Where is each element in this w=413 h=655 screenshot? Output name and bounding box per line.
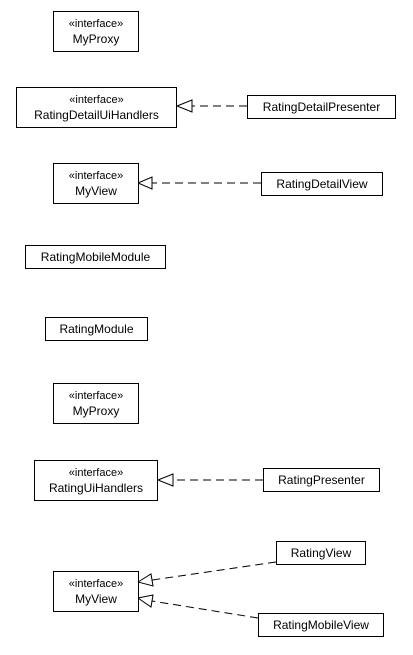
stereotype-label: «interface» <box>68 169 124 182</box>
realization-edge-ratingpresenter <box>156 473 263 487</box>
class-name: RatingDetailPresenter <box>262 100 381 114</box>
class-node-ratingmodule[interactable]: RatingModule <box>45 317 148 341</box>
class-name: RatingView <box>290 546 352 560</box>
class-node-ratingview[interactable]: RatingView <box>276 541 366 565</box>
realization-edge-ratingdetailpresenter <box>175 99 247 113</box>
hollow-arrowhead-icon <box>156 473 174 487</box>
class-name: RatingDetailView <box>276 177 368 191</box>
class-name: MyProxy <box>72 31 120 46</box>
stereotype-label: «interface» <box>68 17 124 30</box>
stereotype-label: «interface» <box>68 466 124 479</box>
class-node-myview[interactable]: «interface» MyView <box>53 571 139 612</box>
class-node-ratingdetailuihandlers[interactable]: «interface» RatingDetailUiHandlers <box>16 87 177 128</box>
class-node-ratingmobileview[interactable]: RatingMobileView <box>258 613 384 637</box>
class-name: MyView <box>75 591 117 606</box>
stereotype-label: «interface» <box>68 389 124 402</box>
class-node-myproxy[interactable]: «interface» MyProxy <box>53 11 139 52</box>
class-name: RatingDetailUiHandlers <box>34 107 159 122</box>
stereotype-label: «interface» <box>69 93 124 106</box>
class-node-ratingpresenter[interactable]: RatingPresenter <box>263 468 380 492</box>
class-name: RatingModule <box>59 322 134 336</box>
class-name: RatingMobileView <box>273 618 369 632</box>
class-name: RatingPresenter <box>278 473 365 487</box>
hollow-arrowhead-icon <box>136 176 153 190</box>
class-node-ratingdetailview[interactable]: RatingDetailView <box>261 172 383 196</box>
class-name: RatingUiHandlers <box>48 480 144 495</box>
hollow-arrowhead-icon <box>136 573 154 587</box>
class-name: RatingMobileModule <box>40 250 151 264</box>
class-node-ratinguihandlers[interactable]: «interface» RatingUiHandlers <box>34 460 158 501</box>
class-name: MyView <box>75 183 117 198</box>
class-node-myproxy[interactable]: «interface» MyProxy <box>53 383 139 424</box>
realization-edge-ratingmobileview <box>136 594 259 619</box>
hollow-arrowhead-icon <box>136 594 154 608</box>
class-node-ratingmobilemodule[interactable]: RatingMobileModule <box>25 245 166 269</box>
hollow-arrowhead-icon <box>175 99 193 113</box>
realization-edge-ratingdetailview <box>136 176 261 190</box>
realization-edge-ratingview <box>136 561 277 587</box>
class-node-ratingdetailpresenter[interactable]: RatingDetailPresenter <box>247 95 396 119</box>
class-node-myview[interactable]: «interface» MyView <box>53 163 139 204</box>
class-name: MyProxy <box>72 403 120 418</box>
stereotype-label: «interface» <box>68 577 124 590</box>
